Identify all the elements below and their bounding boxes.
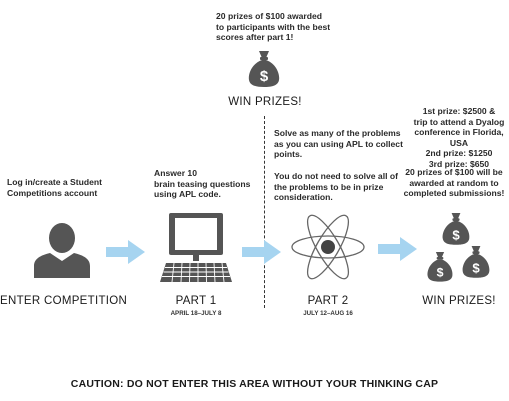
svg-text:$: $ [452,227,460,242]
arrow-right-icon [378,236,418,262]
svg-text:$: $ [437,266,444,280]
divider-line [264,116,265,308]
final-win-prizes-label: WIN PRIZES! [422,295,496,307]
final-prizes-note: 1st prize: $2500 & trip to attend a Dyal… [413,106,505,169]
part1-label: PART 1 [175,295,217,307]
part2-note-consideration: You do not need to solve all of the prob… [274,171,398,203]
person-icon [32,218,92,280]
part1-note: Answer 10 brain teasing questions using … [154,168,251,200]
enter-note: Log in/create a Student Competitions acc… [7,177,103,198]
enter-competition-label: ENTER COMPETITION [0,295,128,307]
svg-text:$: $ [260,68,269,85]
money-bag-icon: $ [247,48,281,88]
money-bag-icon: $ [461,243,491,279]
part1-dates: APRIL 18–JULY 8 [170,310,222,317]
arrow-right-icon [106,239,146,265]
top-prize-note: 20 prizes of $100 awarded to participant… [216,11,331,43]
part2-note-solve: Solve as many of the problems as you can… [274,128,403,160]
money-bag-icon: $ [426,249,454,283]
caution-banner: CAUTION: DO NOT ENTER THIS AREA WITHOUT … [70,378,439,390]
computer-icon [158,210,234,284]
part2-dates: JULY 12–AUG 16 [303,310,353,317]
money-bag-icon: $ [441,210,471,246]
part2-label: PART 2 [307,295,349,307]
arrow-right-icon [242,239,282,265]
atom-icon [288,213,368,281]
random-prizes-note: 20 prizes of $100 will be awarded at ran… [403,167,505,199]
svg-text:$: $ [472,260,480,275]
top-win-prizes-label: WIN PRIZES! [228,96,302,108]
